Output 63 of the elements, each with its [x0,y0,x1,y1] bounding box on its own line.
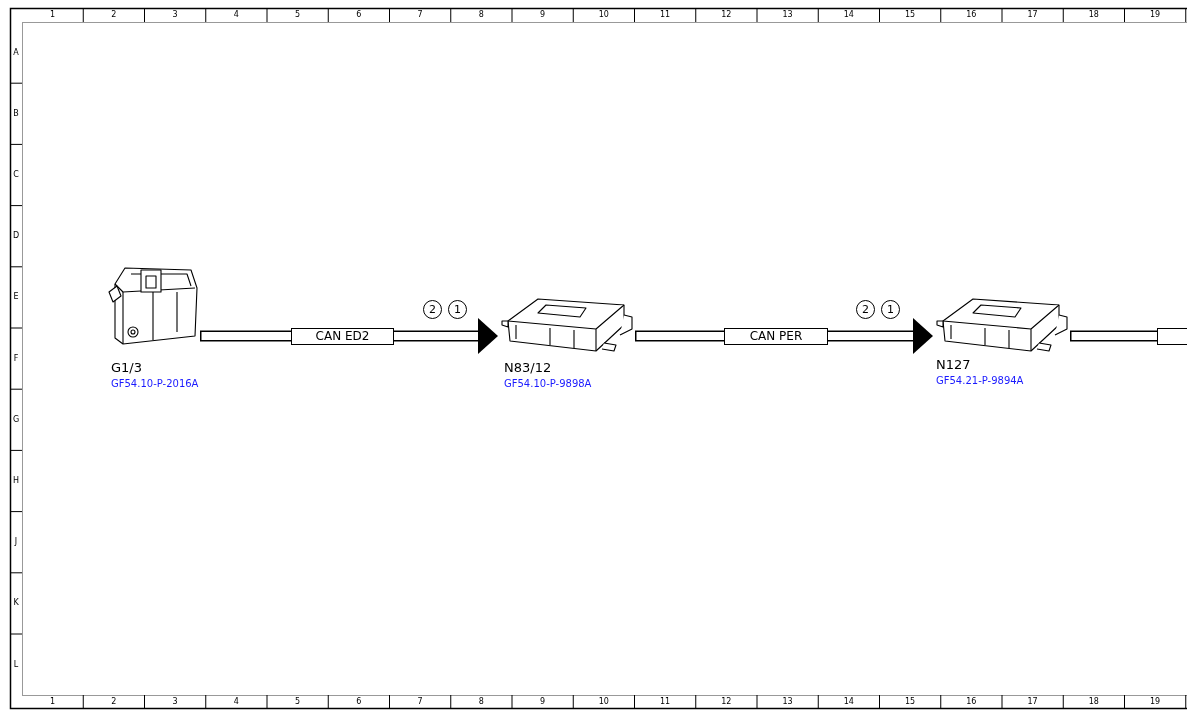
column-number: 13 [781,10,794,20]
edge-label: CAN ED2 [291,328,394,345]
column-number: 6 [355,10,363,20]
column-number: 12 [720,10,733,20]
component-code: N83/12 [504,360,552,375]
column-number: 13 [781,697,794,707]
row-letter: H [12,476,20,486]
row-letter: B [12,108,20,119]
column-number: 14 [842,10,855,20]
document-reference: GF54.21-P-9894A [936,375,1024,387]
row-letter: L [12,659,20,670]
edge-label: CAN PER [724,328,828,345]
column-number: 11 [659,10,672,20]
column-number: 5 [294,10,302,20]
column-number: 16 [965,10,978,20]
column-number: 2 [110,10,118,20]
column-number: 10 [597,10,610,20]
callout-number: 1 [448,300,467,319]
column-number: 4 [232,697,240,707]
component-code: G1/3 [111,360,142,375]
row-letter: J [13,537,19,548]
column-number: 10 [597,697,610,707]
document-reference: GF54.10-P-2016A [111,378,199,390]
column-number: 15 [904,697,917,707]
column-number: 17 [1026,10,1039,20]
column-number: 9 [539,697,547,707]
callout-number: 2 [856,300,875,319]
control-unit-drawing [935,295,1070,353]
row-letter: D [11,231,21,242]
column-number: 1 [49,10,57,20]
column-number: 5 [294,697,302,707]
row-letter: F [12,353,20,364]
column-number: 15 [904,10,917,20]
column-number: 18 [1087,10,1100,20]
column-number: 19 [1149,10,1162,20]
column-number: 9 [539,10,547,20]
row-letter: G [11,414,21,425]
document-reference: GF54.10-P-9898A [504,378,592,390]
component-code: N127 [936,357,971,372]
column-number: 8 [477,10,485,20]
column-number: 8 [477,697,485,707]
column-number: 3 [171,697,179,707]
column-number: 19 [1149,697,1162,707]
column-number: 12 [720,697,733,707]
column-number: 7 [416,697,424,707]
row-letter: C [12,170,20,180]
row-letter: E [12,292,20,303]
column-number: 6 [355,697,363,707]
column-number: 18 [1087,697,1100,707]
column-number: 1 [49,697,57,707]
column-number: 17 [1026,697,1039,707]
control-unit-drawing [500,295,635,353]
column-number: 14 [842,697,855,707]
column-number: 7 [416,10,424,20]
row-letter: A [12,47,20,58]
column-number: 2 [110,697,118,707]
column-number: 4 [232,10,240,20]
column-number: 11 [659,697,672,707]
row-letter: K [12,598,20,609]
column-number: 16 [965,697,978,707]
callout-number: 2 [423,300,442,319]
callout-number: 1 [881,300,900,319]
column-number: 3 [171,10,179,20]
